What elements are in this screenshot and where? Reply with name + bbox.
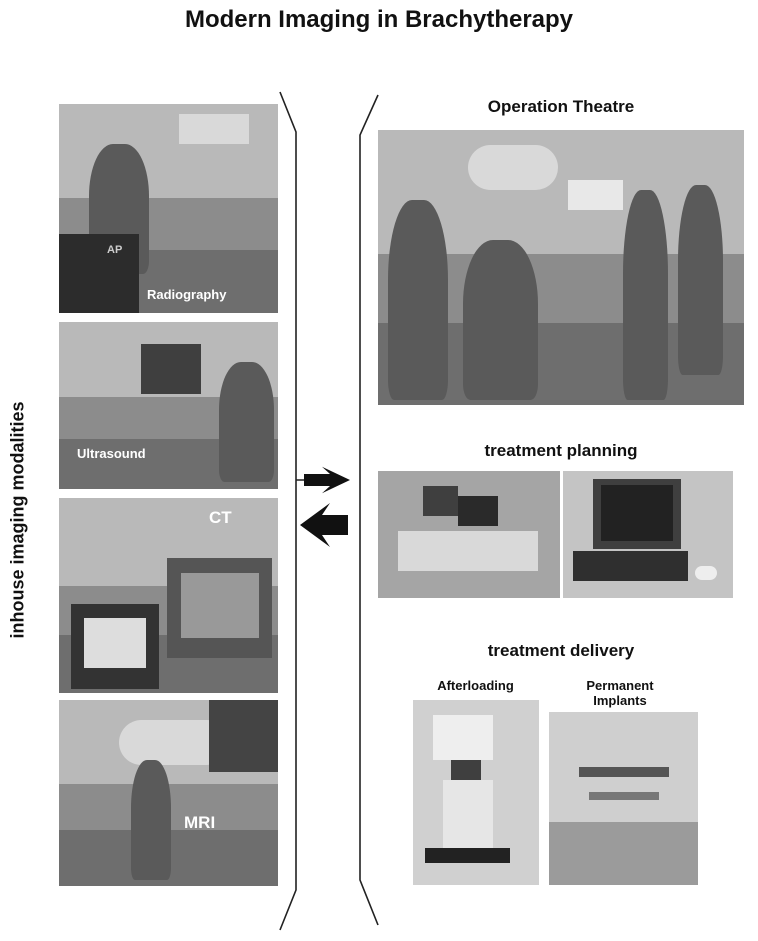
diagram-title: Modern Imaging in Brachytherapy [184,6,574,33]
operation-theatre-heading: Operation Theatre [487,97,635,116]
ultrasound-label: Ultrasound [77,446,146,461]
afterloading-photo [413,700,539,885]
arrow-right-icon [304,466,350,494]
mri-label: MRI [184,813,216,832]
permanent-implants-photo [549,712,698,885]
afterloading-label: Afterloading [437,678,514,693]
mri-photo: MRI [59,700,278,886]
radiography-label: Radiography [147,287,227,302]
ultrasound-photo: Ultrasound [59,322,278,489]
left-bracket [279,91,297,931]
treatment-planning-heading: treatment planning [484,441,638,460]
ct-label: CT [209,508,232,527]
radiography-inset-label: AP [107,244,123,256]
permanent-implants-label: Permanent Implants [586,678,654,708]
operation-theatre-photo [378,130,744,405]
ct-photo: CT [59,498,278,693]
planning-photo-workstation [378,471,560,598]
right-bracket [359,94,379,926]
radiography-photo: AP Radiography [59,104,278,313]
arrow-left-icon [300,503,348,547]
treatment-delivery-heading: treatment delivery [487,641,635,660]
planning-photo-laptop [563,471,733,598]
